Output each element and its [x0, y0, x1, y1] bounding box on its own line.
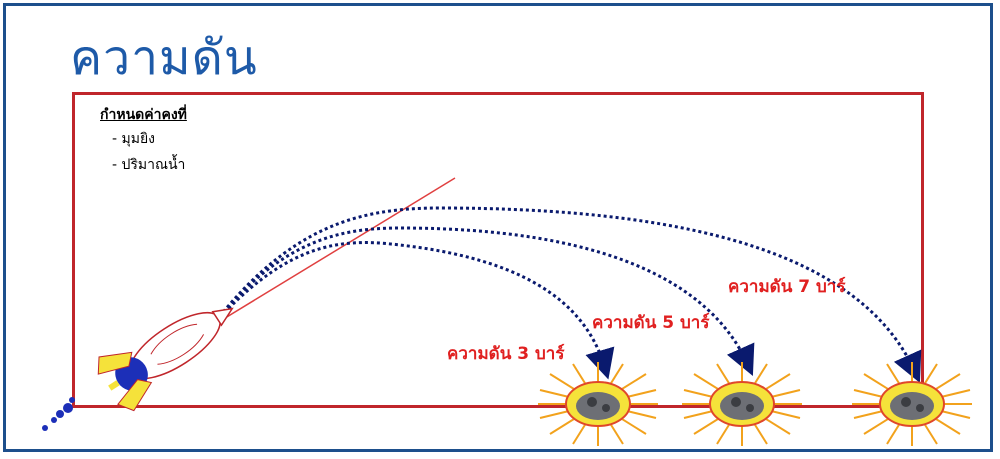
- label-pressure-7-bar: ความดัน 7 บาร์: [728, 277, 846, 297]
- explosion-3-bar: [538, 362, 658, 446]
- slide-title: ความดัน: [70, 30, 258, 86]
- trajectory-5-bar: [210, 226, 755, 376]
- label-pressure-5-bar: ความดัน 5 บาร์: [592, 313, 710, 333]
- constants-heading: กำหนดค่าคงที่: [100, 107, 187, 123]
- explosion-5-bar: [682, 362, 802, 446]
- constant-item-water: - ปริมาณน้ำ: [112, 157, 186, 173]
- water-spray: [42, 397, 75, 431]
- diagram-box: [72, 92, 924, 408]
- constant-item-angle: - มุมยิง: [112, 131, 155, 147]
- trajectory-3-bar: [210, 241, 615, 380]
- explosion-7-bar: [852, 362, 972, 446]
- water-rocket: [97, 307, 234, 412]
- trajectory-7-bar: [210, 206, 922, 383]
- slide-frame: [3, 3, 993, 452]
- label-pressure-3-bar: ความดัน 3 บาร์: [447, 344, 565, 364]
- launch-angle-line: [211, 177, 456, 327]
